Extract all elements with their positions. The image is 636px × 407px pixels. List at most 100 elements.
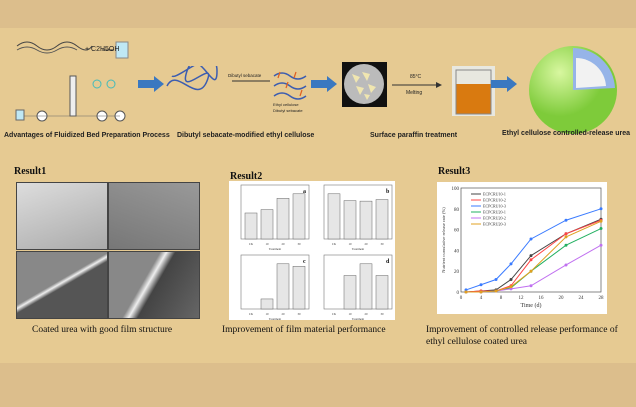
legend-label: ECPCRU10-3 — [483, 204, 506, 209]
result2-caption: Improvement of film material performance — [222, 325, 386, 335]
legend-label: ECPCRU20-3 — [483, 222, 506, 227]
coated-urea-sphere — [529, 46, 617, 134]
bar — [276, 263, 290, 310]
bar — [292, 193, 306, 240]
legend-dibutyl-sebacate: Dibutyl sebacate — [273, 108, 303, 113]
tick-label: 30 — [298, 312, 302, 316]
x-tick-label: 28 — [599, 296, 605, 301]
x-tick-label: 16 — [539, 296, 545, 301]
bar — [375, 199, 389, 240]
sem-image — [16, 182, 108, 250]
bar — [244, 212, 258, 240]
tick-label: 30 — [381, 312, 385, 316]
result3-title: Result3 — [438, 166, 471, 177]
bar — [343, 275, 357, 310]
sem-image — [16, 251, 108, 319]
sem-image — [108, 182, 200, 250]
x-tick-label: 24 — [579, 296, 585, 301]
panel-label: c — [303, 259, 306, 265]
y-tick-label: 100 — [452, 187, 460, 192]
sem-image — [108, 251, 200, 319]
x-tick-label: 20 — [559, 296, 565, 301]
data-point — [509, 285, 513, 289]
bar — [260, 209, 274, 240]
bar — [359, 200, 373, 240]
panel-label: a — [303, 189, 306, 195]
result2-title: Result2 — [230, 171, 263, 182]
tick-label: 20 — [365, 312, 369, 316]
panel-label: b — [386, 189, 390, 195]
chart-frame — [323, 254, 393, 310]
bar — [292, 266, 306, 310]
step4-caption: Ethyl cellulose controlled-release urea — [502, 130, 630, 137]
tick-label: CK — [249, 312, 254, 316]
data-point — [494, 278, 498, 282]
x-axis-label: Treatment — [352, 247, 364, 251]
tick-label: 10 — [266, 242, 270, 246]
tick-label: CK — [249, 242, 254, 246]
panel-label: d — [386, 259, 390, 265]
result3-caption-line1: Improvement of controlled release perfor… — [426, 325, 618, 335]
tick-label: 20 — [282, 312, 286, 316]
x-tick-label: 0 — [460, 296, 463, 301]
x-axis-label: Treatment — [269, 247, 281, 251]
tick-label: CK — [332, 312, 337, 316]
plot-frame — [460, 187, 602, 293]
legend-label: ECPCRU10-2 — [483, 198, 506, 203]
tick-label: 10 — [349, 242, 353, 246]
data-point — [564, 232, 568, 236]
temperature-label: 85°C — [410, 74, 422, 80]
y-tick-label: 80 — [454, 208, 460, 213]
x-axis-label: Treatment — [352, 317, 364, 320]
data-point — [529, 254, 533, 258]
tick-label: 30 — [298, 242, 302, 246]
data-point — [464, 288, 468, 292]
modified-cellulose-diagram — [166, 66, 307, 100]
ethanol-formula: + C2H5OH — [85, 46, 120, 53]
tick-label: 20 — [365, 242, 369, 246]
paraffin-urea-photo — [342, 62, 387, 107]
data-point — [509, 262, 513, 266]
data-point — [564, 263, 568, 267]
y-tick-label: 40 — [454, 249, 460, 254]
result1-caption: Coated urea with good film structure — [32, 325, 173, 335]
data-point — [464, 290, 468, 294]
arrow-right-icon — [138, 76, 164, 92]
bar — [343, 200, 357, 240]
data-point — [529, 269, 533, 273]
data-point — [479, 290, 483, 294]
tick-label: 30 — [381, 242, 385, 246]
x-tick-label: 4 — [480, 296, 483, 301]
tick-label: 20 — [282, 242, 286, 246]
result1-title: Result1 — [14, 166, 47, 177]
y-tick-label: 0 — [457, 291, 460, 296]
bar — [276, 198, 290, 240]
data-point — [529, 284, 533, 288]
melting-label: Melting — [406, 90, 423, 96]
data-point — [599, 243, 603, 247]
x-tick-label: 12 — [519, 296, 525, 301]
step2-caption: Dibutyl sebacate-modified ethyl cellulos… — [177, 132, 315, 139]
data-point — [494, 289, 498, 293]
data-point — [529, 258, 533, 262]
y-axis-label: Nutrient cumulative release rate (%) — [441, 207, 446, 273]
data-point — [564, 243, 568, 247]
data-point — [599, 207, 603, 211]
legend-label: ECPCRU20-1 — [483, 210, 506, 215]
data-point — [509, 287, 513, 291]
step3-caption: Surface paraffin treatment — [370, 132, 458, 139]
x-tick-label: 8 — [500, 296, 503, 301]
fluidized-bed-schematic — [15, 41, 129, 122]
bar — [260, 298, 274, 310]
data-point — [599, 219, 603, 223]
step1-caption: Advantages of Fluidized Bed Preparation … — [4, 132, 170, 139]
data-point — [529, 237, 533, 241]
tick-label: 10 — [266, 312, 270, 316]
arrow-right-icon — [311, 76, 337, 92]
bar — [359, 263, 373, 310]
tick-label: CK — [332, 242, 337, 246]
arrow-right-icon — [392, 82, 442, 88]
arrow-right-icon — [491, 76, 517, 92]
